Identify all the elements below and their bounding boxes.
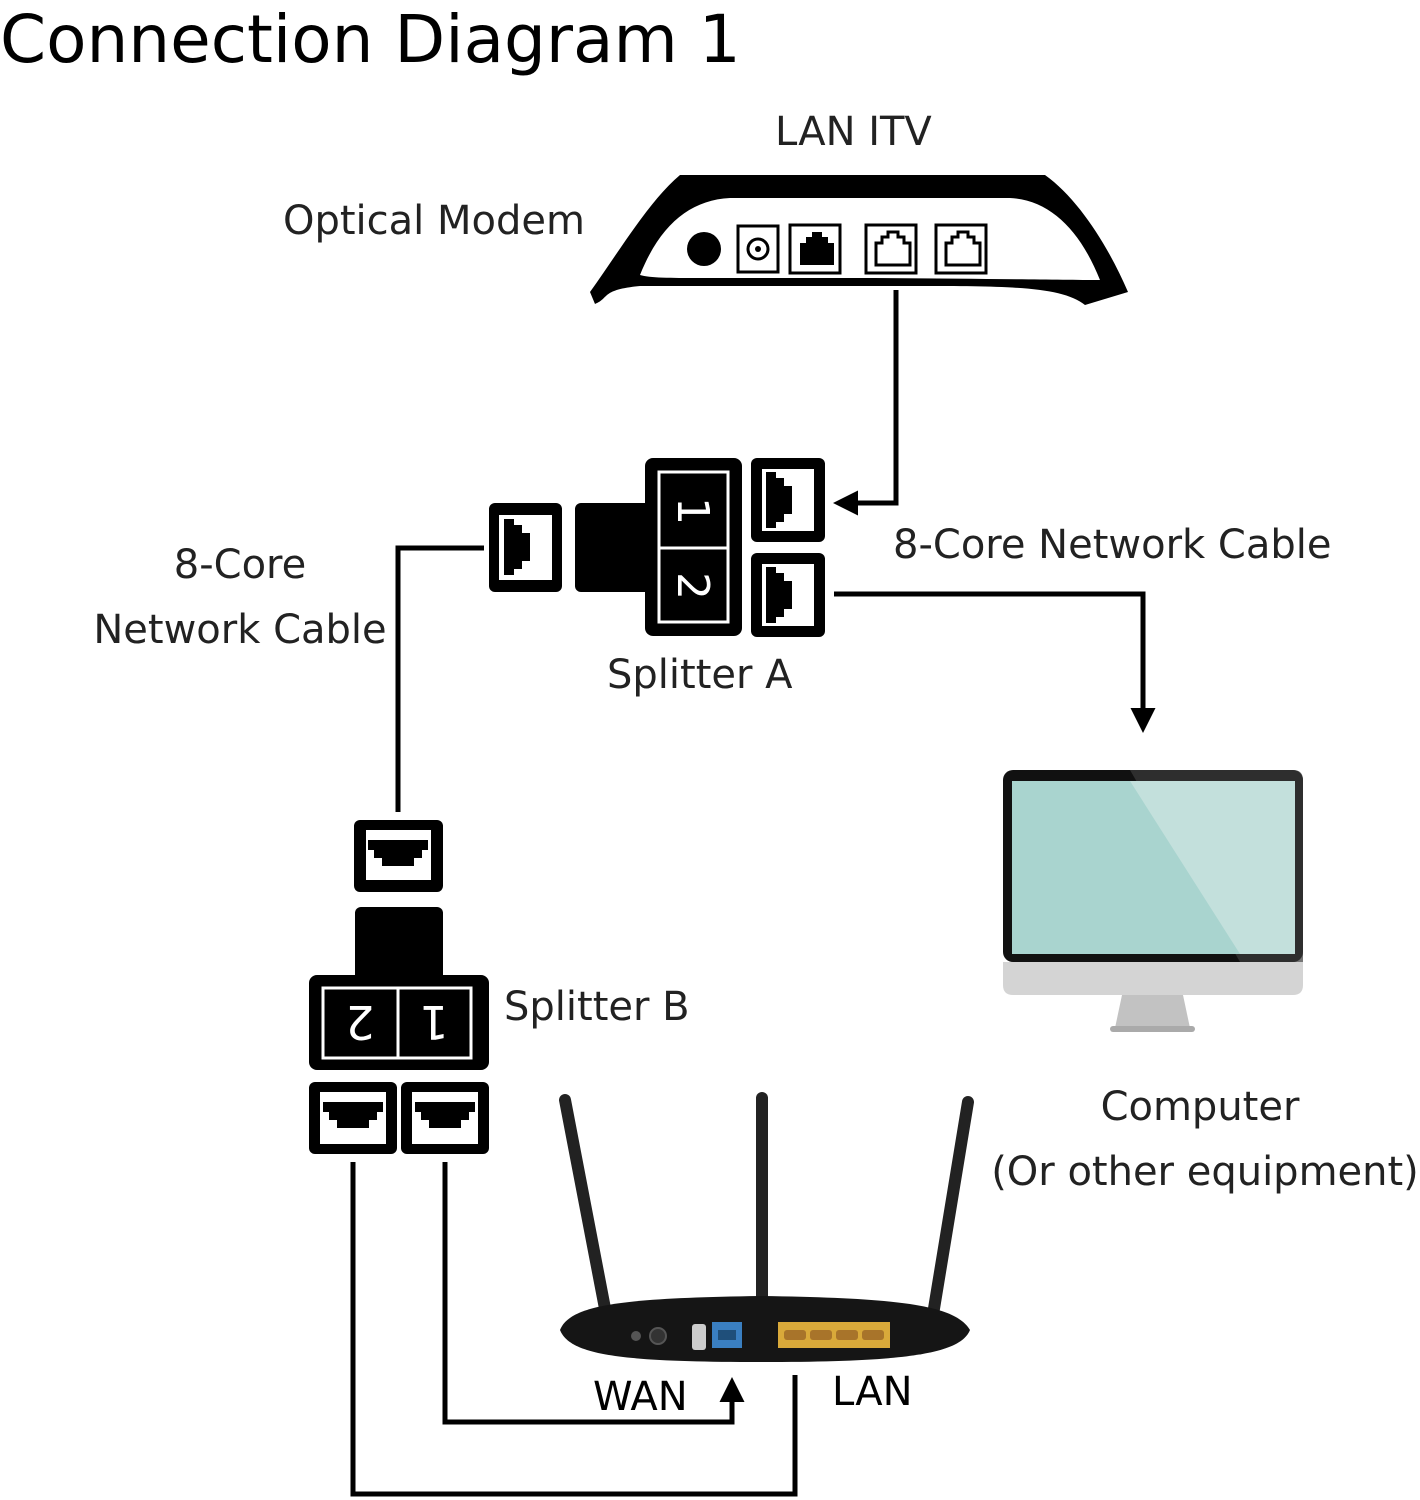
power-button-icon: [687, 232, 721, 266]
computer-label-line2: (Or other equipment): [991, 1149, 1419, 1195]
splitter-b: [309, 820, 489, 1154]
cable-splitter-b-to-router-wan: [442, 1162, 745, 1425]
left-cable-label-line1: 8-Core: [174, 542, 306, 588]
left-cable-label-line2: Network Cable: [93, 607, 386, 653]
cable-splitter-a-to-computer: [834, 591, 1156, 733]
splitter-b-port-1-number: 1: [419, 995, 448, 1049]
splitter-b-label: Splitter B: [504, 984, 690, 1030]
optical-modem: [590, 175, 1128, 305]
lan-itv-label: LAN ITV: [775, 109, 932, 155]
splitter-a-label: Splitter A: [607, 652, 793, 698]
antenna-icon: [922, 1096, 974, 1351]
splitter-a-port-2-number: 2: [667, 572, 718, 600]
power-jack-icon: [736, 224, 780, 274]
splitter-a: [489, 458, 825, 637]
lan-label: LAN: [832, 1369, 913, 1415]
optical-modem-label: Optical Modem: [283, 198, 585, 244]
cable-modem-to-splitter-a: [833, 290, 899, 516]
splitter-a-port-1-number: 1: [667, 497, 718, 525]
right-cable-label: 8-Core Network Cable: [893, 522, 1331, 568]
cable-splitter-b-to-router-lan: [350, 1162, 798, 1497]
diagram-title: Connection Diagram 1: [0, 1, 741, 78]
antenna-icon: [559, 1094, 618, 1351]
wan-label: WAN: [593, 1374, 688, 1420]
computer-label-line1: Computer: [1101, 1084, 1300, 1130]
splitter-b-port-2-number: 2: [345, 995, 374, 1049]
wireless-router: [559, 1092, 974, 1362]
cable-splitter-a-to-splitter-b: [395, 545, 484, 812]
computer-monitor: [1003, 770, 1303, 1032]
